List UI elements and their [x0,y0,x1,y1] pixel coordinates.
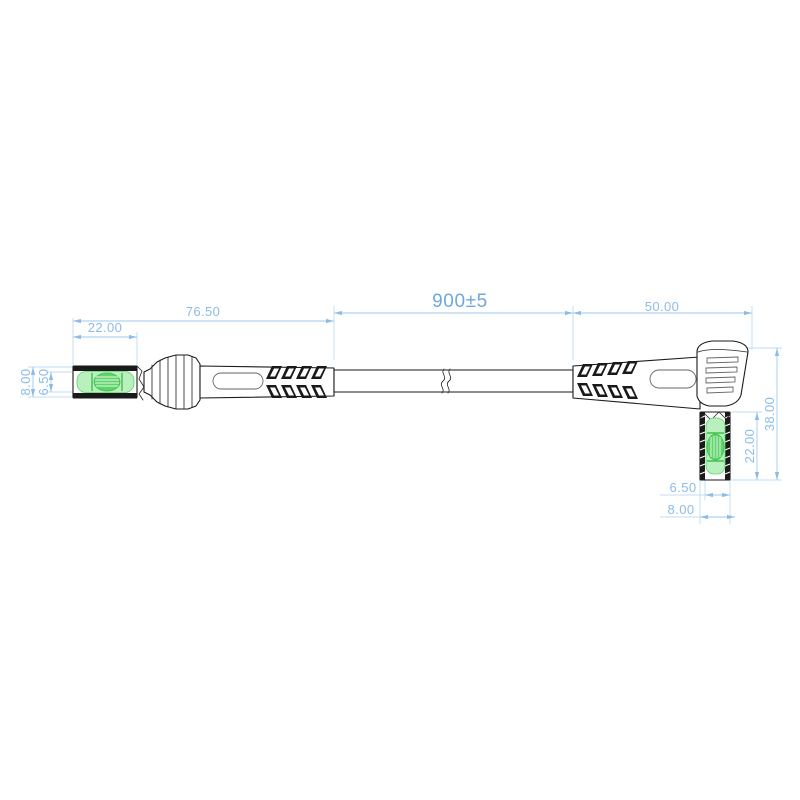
right-bubble-vial [705,417,726,475]
left-connector-assembly [72,354,335,410]
dim-label-right-vial-width: 6.50 [670,480,697,495]
cable [333,368,574,394]
left-bubble-vial [76,371,135,393]
right-connector-assembly [572,340,749,481]
dim-label-left-connector-length: 76.50 [186,304,221,319]
right-chevron-grip [577,361,638,399]
dim-label-right-connector-length: 50.00 [645,299,680,314]
dim-label-right-housing-width: 8.00 [668,502,695,517]
right-grip-body [572,356,701,410]
left-grip-body [199,365,335,399]
left-chevron-grip [266,366,327,398]
dim-label-right-total-height: 38.00 [762,397,777,432]
break-symbol [438,368,454,394]
right-oval-window [649,369,697,389]
dim-label-overall-cable-length: 900±5 [432,291,488,312]
dim-label-left-vial-height: 6.50 [36,369,51,396]
dim-label-left-vial-length: 22.00 [88,320,123,335]
strain-relief-boot [143,354,201,410]
handle-head [696,340,749,407]
dim-label-right-vial-height: 22.00 [742,429,757,464]
dim-label-left-housing-height: 8.00 [18,369,33,396]
handle-slots [705,356,739,394]
left-oval-window [212,372,264,390]
dimension-lines [30,310,780,520]
